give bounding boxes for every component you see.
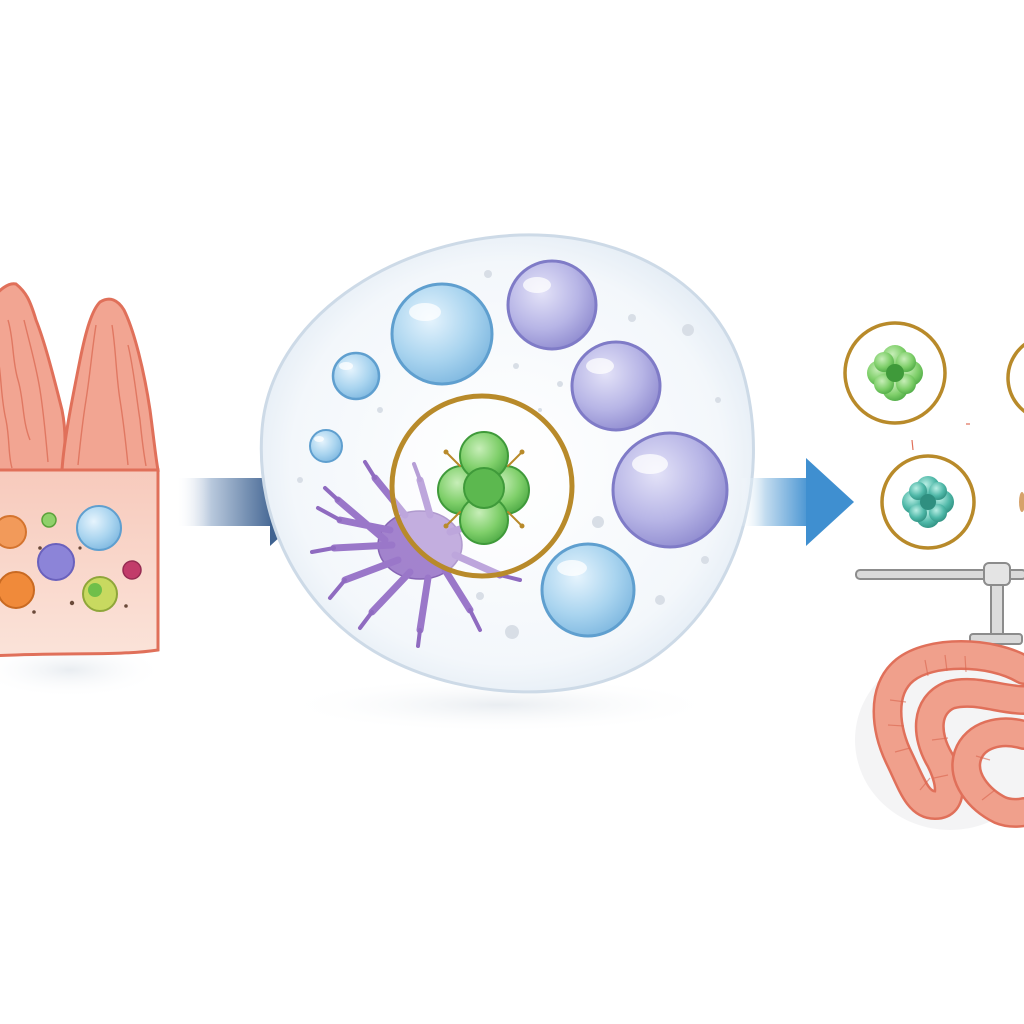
partial-badge — [1006, 342, 1024, 414]
partial-marker — [1019, 492, 1024, 512]
intestine-loop — [953, 719, 1024, 826]
orange-particle — [0, 571, 35, 609]
villus-right — [60, 297, 160, 472]
purple-cell — [506, 259, 598, 351]
intestine-loop — [875, 642, 1024, 818]
arrow-cells-to-outcome — [740, 458, 854, 546]
blue-cell — [309, 429, 343, 463]
scale-pivot — [983, 562, 1011, 586]
purple-cell — [611, 431, 729, 549]
tissue-shadow — [0, 642, 165, 698]
villus-left — [0, 282, 67, 472]
green-cell-badge — [843, 321, 947, 425]
outcome — [843, 321, 1024, 830]
arrow-shaft — [176, 478, 276, 526]
arrow-head — [806, 458, 854, 546]
blue-cell — [540, 542, 636, 638]
sphere-highlights — [314, 277, 668, 576]
intestine — [855, 640, 1024, 830]
blue-cell — [390, 282, 494, 386]
green-spot — [88, 583, 102, 597]
intestinal-villi-tissue — [0, 282, 165, 698]
magenta-particle — [122, 560, 142, 580]
tick-mark — [911, 439, 914, 451]
blue-cell — [331, 351, 381, 401]
teal-cell-badge — [880, 454, 976, 550]
dendritic-cell — [310, 460, 522, 648]
highlighted-green-cell — [437, 431, 530, 545]
villus-texture — [0, 319, 147, 469]
scale-post — [990, 584, 1004, 638]
teal-flower-icon — [902, 476, 954, 528]
green-particle — [41, 512, 57, 528]
purple-particle — [37, 543, 75, 581]
blue-particle — [76, 505, 122, 551]
membrane-specks — [297, 270, 721, 639]
balance-scale — [855, 562, 1024, 645]
cell-cluster — [259, 233, 755, 733]
orange-particle — [0, 515, 27, 549]
green-flower-icon — [867, 345, 923, 401]
cluster-shadow — [280, 677, 720, 733]
arrow-shaft — [740, 478, 812, 526]
tissue-block — [0, 460, 160, 658]
intestine-texture — [887, 654, 996, 801]
embedded-particles — [0, 505, 142, 614]
scale-beam — [855, 569, 1024, 580]
purple-cell — [570, 340, 662, 432]
